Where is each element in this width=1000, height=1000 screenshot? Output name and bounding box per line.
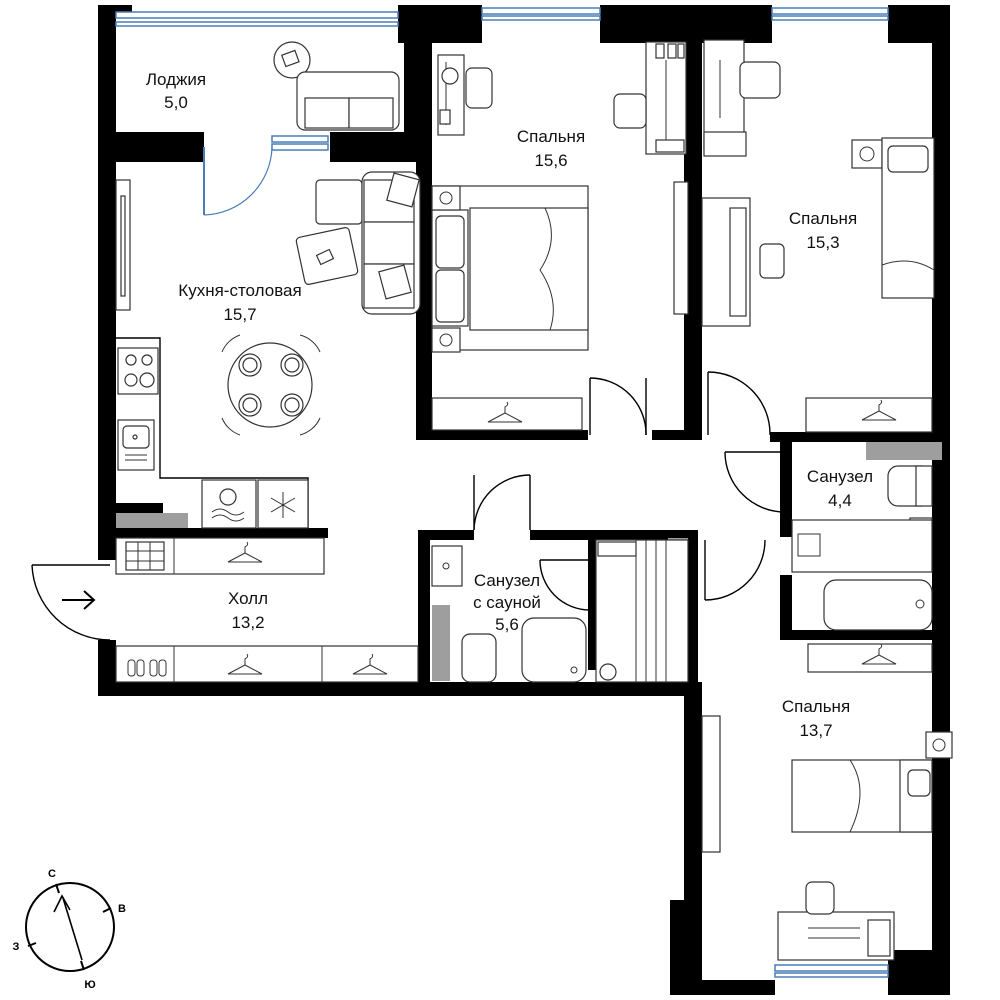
stove-icon — [117, 347, 159, 395]
toilet-icon — [887, 465, 933, 507]
compass-north: С — [48, 868, 56, 880]
room-area-kitchen: 15,7 — [223, 305, 256, 324]
compass-icon: С В Ю З — [13, 868, 126, 991]
walls — [98, 5, 950, 995]
room-area-bathroom: 4,4 — [828, 491, 852, 510]
compass-east: В — [118, 903, 126, 915]
room-area-bedroom-1: 15,6 — [534, 151, 567, 170]
room-area-hall: 13,2 — [231, 613, 264, 632]
room-name-kitchen: Кухня-столовая — [178, 281, 301, 300]
snowflake-icon — [257, 479, 309, 529]
room-area-bedroom-2: 15,3 — [806, 233, 839, 252]
bed-icon — [431, 185, 589, 351]
doors — [31, 371, 786, 641]
furniture — [62, 39, 953, 961]
room-name-loggia: Лоджия — [146, 70, 206, 89]
shoes-icon — [127, 659, 167, 677]
room-name-sauna-bath: Санузел — [474, 571, 540, 590]
sink-icon — [117, 419, 155, 471]
hanger-icon — [227, 541, 263, 563]
room-name-bedroom-3: Спальня — [782, 697, 850, 716]
room-area-loggia: 5,0 — [164, 93, 188, 112]
room-labels: Лоджия 5,0 Спальня 15,6 Спальня 15,3 Кух… — [146, 70, 873, 740]
bathtub-icon — [823, 579, 933, 631]
room-area-bedroom-3: 13,7 — [799, 721, 832, 740]
compass-west: З — [13, 941, 20, 953]
room-name-bathroom: Санузел — [807, 467, 873, 486]
entrance-arrow-icon — [62, 590, 96, 610]
windows — [115, 7, 889, 978]
compass-south: Ю — [84, 979, 95, 991]
room-area-sauna-bath: 5,6 — [495, 615, 519, 634]
room-name-hall: Холл — [228, 589, 268, 608]
dishwasher-icon — [201, 479, 257, 529]
room-name-bedroom-1: Спальня — [517, 127, 585, 146]
room-name2-sauna-bath: с сауной — [473, 593, 541, 612]
room-name-bedroom-2: Спальня — [789, 209, 857, 228]
